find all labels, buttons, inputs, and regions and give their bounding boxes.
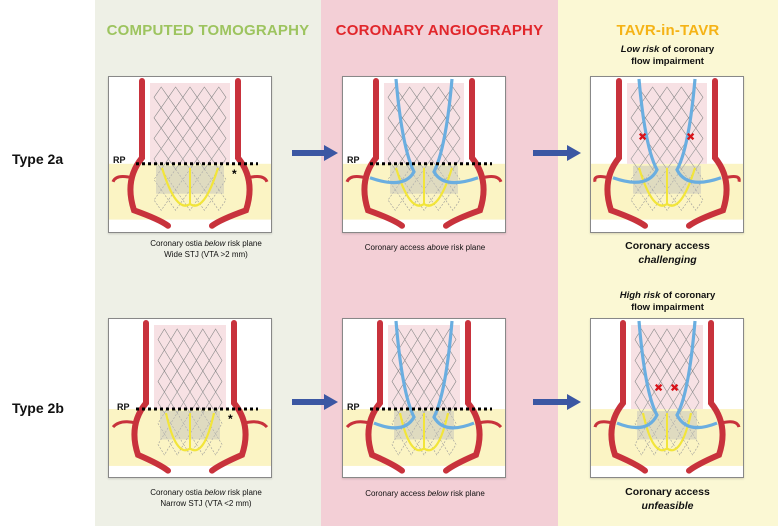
blocked-x-icon: ✖ [670, 382, 679, 395]
asterisk-marker: * [228, 412, 233, 426]
ca-type-2b-caption: Coronary access below risk plane [330, 488, 520, 499]
tavr-type-2a-panel: ✖✖ [590, 76, 744, 233]
blocked-x-icon: ✖ [686, 131, 695, 144]
caption-text: risk plane [449, 243, 485, 252]
blocked-x-icon: ✖ [638, 131, 647, 144]
ct-type-2b-panel: * [108, 318, 272, 478]
tavr-type-2b-panel: ✖✖ [590, 318, 744, 478]
aortic-lumen [154, 325, 226, 409]
caption-text: Coronary access [365, 489, 427, 498]
ca-type-2a-caption: Coronary access above risk plane [330, 242, 520, 253]
arrow-right-icon [292, 393, 340, 411]
asterisk-marker: * [232, 167, 237, 181]
valve-illustration: ✖✖ [591, 319, 743, 477]
caption-text: Coronary access [365, 243, 427, 252]
ct-type-2b-caption: Coronary ostia below risk plane Narrow S… [100, 487, 312, 509]
risk-text: flow impairment [631, 302, 704, 313]
risk-plane-label: RP [347, 402, 360, 412]
column-header-tavr: TAVR-in-TAVR [558, 22, 778, 39]
column-header-ca: CORONARY ANGIOGRAPHY [321, 22, 558, 39]
tavr-type-2b-risk: High risk of coronary flow impairment [575, 290, 760, 314]
valve-illustration [343, 77, 505, 232]
row-label-type-2a: Type 2a [12, 151, 63, 167]
caption-emphasis: below [204, 488, 225, 497]
valve-illustration: * [109, 319, 271, 477]
risk-text: of coronary [659, 44, 714, 55]
risk-emphasis: Low risk [621, 44, 660, 55]
valve-illustration [343, 319, 505, 477]
valve-illustration: * [109, 77, 271, 232]
valve-illustration: ✖✖ [591, 77, 743, 232]
risk-plane-label: RP [117, 402, 130, 412]
caption-text: Wide STJ (VTA >2 mm) [164, 250, 248, 259]
risk-plane-label: RP [347, 155, 360, 165]
risk-plane-label: RP [113, 155, 126, 165]
tavr-type-2b-access: Coronary access unfeasible [575, 485, 760, 513]
access-text: Coronary access [625, 240, 710, 252]
caption-text: risk plane [225, 488, 261, 497]
risk-text: of coronary [660, 290, 715, 301]
blocked-x-icon: ✖ [654, 382, 663, 395]
ca-type-2b-panel [342, 318, 506, 478]
row-label-type-2b: Type 2b [12, 400, 64, 416]
access-emphasis: challenging [638, 254, 696, 266]
risk-emphasis: High risk [620, 290, 661, 301]
caption-text: risk plane [225, 239, 261, 248]
risk-text: flow impairment [631, 56, 704, 67]
arrow-right-icon [533, 393, 583, 411]
tavr-type-2a-access: Coronary access challenging [575, 239, 760, 267]
column-header-ct: COMPUTED TOMOGRAPHY [95, 22, 321, 39]
caption-emphasis: below [204, 239, 225, 248]
caption-text: risk plane [448, 489, 484, 498]
arrow-right-icon [292, 144, 340, 162]
arrow-right-icon [533, 144, 583, 162]
access-text: Coronary access [625, 486, 710, 498]
access-emphasis: unfeasible [642, 500, 694, 512]
caption-emphasis: above [427, 243, 449, 252]
aortic-lumen [150, 83, 230, 164]
caption-emphasis: below [427, 489, 448, 498]
ct-type-2a-caption: Coronary ostia below risk plane Wide STJ… [100, 238, 312, 260]
ca-type-2a-panel [342, 76, 506, 233]
ct-type-2a-panel: * [108, 76, 272, 233]
caption-text: Narrow STJ (VTA <2 mm) [160, 499, 251, 508]
tavr-type-2a-risk: Low risk of coronary flow impairment [575, 44, 760, 68]
caption-text: Coronary ostia [150, 239, 204, 248]
caption-text: Coronary ostia [150, 488, 204, 497]
